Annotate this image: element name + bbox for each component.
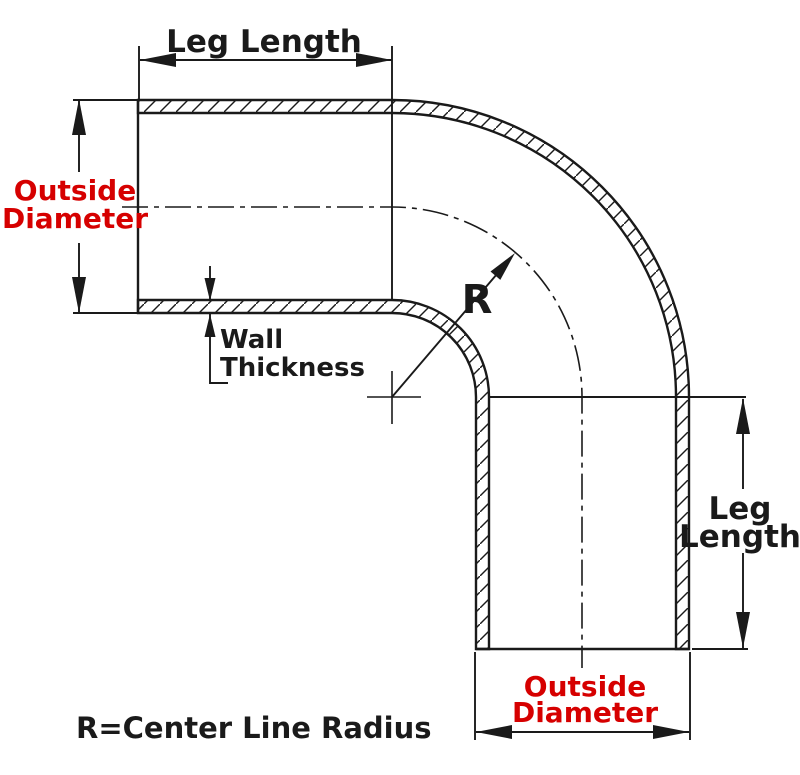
callout-wall-thickness: Wall Thickness [204,266,365,384]
top-leg-length-label: Leg Length [166,24,362,60]
arrowhead-down [72,277,86,313]
dimension-bottom-outside-diameter: Outside Diameter [474,652,691,740]
radius-symbol-label: R [462,277,493,323]
arrowhead-down [204,278,216,301]
left-outside-diameter-label-line2: Diameter [2,202,148,235]
bend-center-mark [367,371,421,424]
arrowhead-down [736,612,750,648]
wall-thickness-label-line2: Thickness [220,353,365,383]
right-leg-length-label-line2: Length [679,519,800,555]
wall-thickness-label-line1: Wall [220,325,283,355]
bottom-outside-diameter-label-line1: Outside [524,670,646,703]
arrowhead-up [204,314,216,337]
elbow-tube-body [136,98,691,651]
bottom-outside-diameter-label-line2: Diameter [512,696,658,729]
dimension-right-leg-length: Leg Length [489,396,800,650]
centerlines [122,206,583,668]
arrowhead-left [140,53,176,67]
dimension-top-leg-length: Leg Length [138,24,393,300]
arrowhead-up [72,99,86,135]
arrowhead-radius [490,253,515,280]
radius-footnote: R=Center Line Radius [76,711,432,745]
arrowhead-up [736,398,750,434]
callout-centerline-radius: R [391,253,515,398]
arrowhead-right [356,53,392,67]
dimension-left-outside-diameter: Outside Diameter [2,99,148,314]
arrowhead-left [476,725,512,739]
right-leg-length-label-line1: Leg [709,491,772,527]
radius-leader-line [391,273,498,398]
left-outside-diameter-label-line1: Outside [14,174,136,207]
tube-centerline [122,206,583,668]
arrowhead-right [653,725,689,739]
